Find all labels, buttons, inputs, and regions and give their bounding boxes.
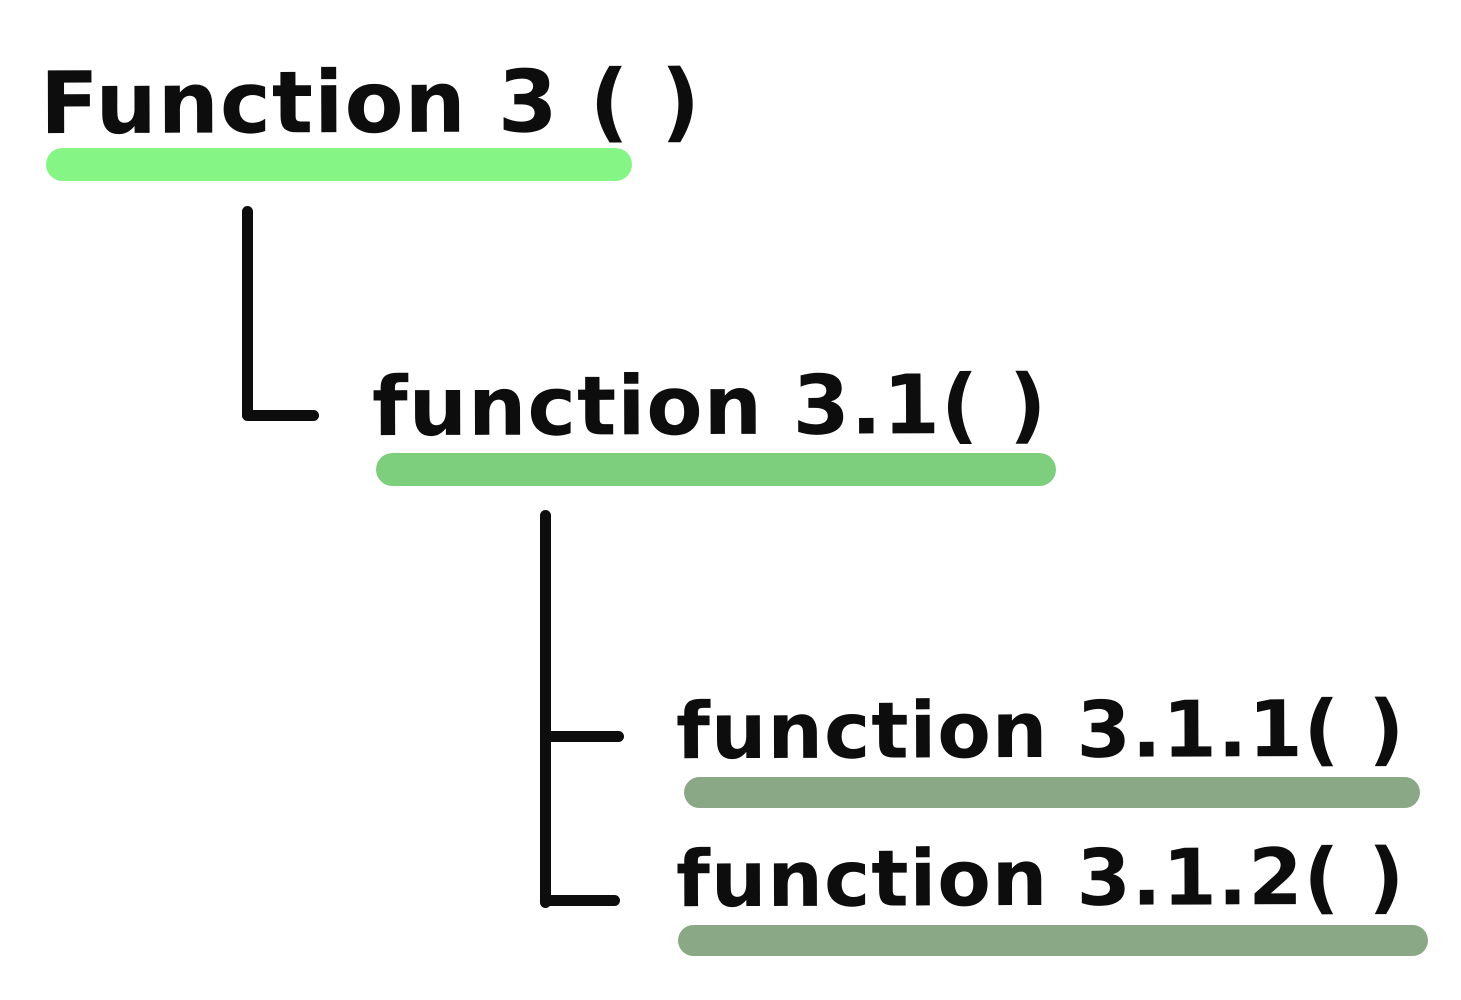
connector-function-3-1-to-3-1-2-branch — [540, 895, 620, 906]
node-label-function-3-1-1: function 3.1.1( ) — [675, 684, 1406, 778]
node-label-function-3-1: function 3.1( ) — [371, 357, 1048, 456]
connector-function-3-1-to-3-1-1-branch — [540, 731, 624, 742]
connector-function-3-1-stem — [540, 510, 551, 908]
highlight-underline-function-3-1-2 — [678, 925, 1428, 956]
node-label-function-3: Function 3 ( ) — [39, 51, 702, 155]
highlight-underline-function-3-1-1 — [684, 777, 1420, 808]
connector-function-3-to-3-1-elbow — [242, 410, 319, 421]
connector-function-3-stem — [242, 206, 253, 419]
highlight-underline-function-3 — [46, 148, 632, 181]
highlight-underline-function-3-1 — [376, 453, 1056, 486]
node-label-function-3-1-2: function 3.1.2( ) — [675, 832, 1406, 926]
